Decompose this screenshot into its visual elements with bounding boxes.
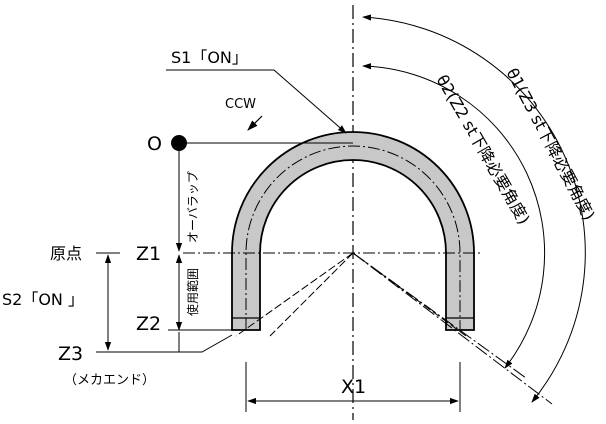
ccw-arrow [247, 115, 263, 131]
origin-zero-label: O [147, 133, 162, 155]
z3-leader-line [96, 334, 233, 353]
overlap-label: オーバラップ [186, 171, 200, 243]
z3-label: Z3 [58, 343, 83, 365]
z1-label: Z1 [136, 243, 161, 265]
usage-range-label: 使用範囲 [185, 268, 200, 316]
origin-point-label: 原点 [50, 244, 82, 263]
s2-on-label: S2「ON 」 [2, 290, 84, 309]
theta1-arc [362, 14, 586, 403]
theta2-arc [362, 63, 546, 369]
angle-ray-left-1 [235, 252, 354, 337]
ccw-label: CCW [225, 97, 256, 112]
angle-ray-left-2 [269, 252, 354, 337]
origin-dot [171, 135, 187, 151]
s1-leader-line [166, 69, 347, 134]
x1-label: X1 [341, 376, 366, 398]
mech-end-label: （メカエンド） [64, 373, 155, 388]
z2-label: Z2 [136, 313, 161, 335]
s1-on-label: S1「ON」 [171, 48, 248, 67]
angle-ray-right-2 [352, 252, 527, 379]
